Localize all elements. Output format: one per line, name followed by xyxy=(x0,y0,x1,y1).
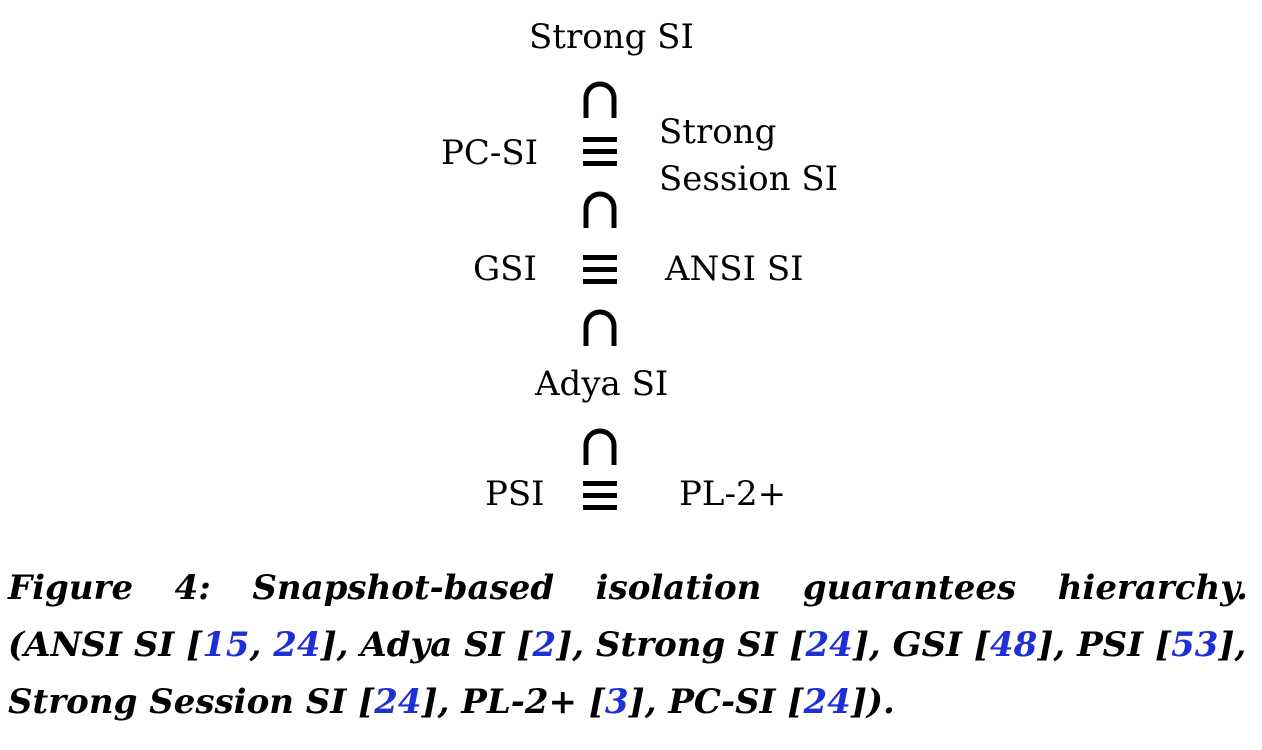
caption-word: Snapshot-based xyxy=(252,568,555,608)
subset-arch-icon xyxy=(580,80,620,120)
subset-arch-icon xyxy=(580,427,620,467)
citation-link[interactable]: 24 xyxy=(803,682,851,722)
caption-text: ], Adya SI [ xyxy=(320,625,533,665)
citation-link[interactable]: 2 xyxy=(532,625,557,665)
caption-text: Strong Session SI [ xyxy=(8,682,375,722)
label-pl2plus: PL-2+ xyxy=(679,474,787,514)
citation-link[interactable]: 15 xyxy=(202,625,250,665)
subset-arch-icon xyxy=(580,190,620,230)
caption-word: guarantees xyxy=(802,568,1017,608)
citation-link[interactable]: 53 xyxy=(1171,625,1219,665)
label-gsi: GSI xyxy=(473,249,537,289)
equivalence-icon xyxy=(580,132,620,172)
caption-text: (ANSI SI [ xyxy=(8,625,203,665)
caption-text: ], Strong SI [ xyxy=(556,625,806,665)
figure-caption: Figure 4: Snapshot-based isolation guara… xyxy=(8,560,1248,731)
label-strong-si: Strong SI xyxy=(529,17,694,57)
caption-word: Figure xyxy=(8,568,134,608)
caption-line-3: Strong Session SI [24], PL-2+ [3], PC-SI… xyxy=(8,674,1248,731)
label-pc-si: PC-SI xyxy=(441,133,539,173)
caption-text: , xyxy=(249,625,274,665)
caption-text: ], PC-SI [ xyxy=(628,682,804,722)
label-strong-session-si-line2: Session SI xyxy=(659,159,839,199)
caption-text: ], PSI [ xyxy=(1037,625,1172,665)
subset-arch-icon xyxy=(580,308,620,348)
caption-word: isolation xyxy=(595,568,762,608)
caption-line-2: (ANSI SI [15, 24], Adya SI [2], Strong S… xyxy=(8,617,1248,674)
equivalence-icon xyxy=(580,250,620,290)
label-strong-session-si-line1: Strong xyxy=(659,112,777,152)
citation-link[interactable]: 24 xyxy=(273,625,321,665)
caption-text: ], PL-2+ [ xyxy=(421,682,605,722)
citation-link[interactable]: 3 xyxy=(604,682,629,722)
label-ansi-si: ANSI SI xyxy=(665,249,804,289)
citation-link[interactable]: 48 xyxy=(990,625,1038,665)
citation-link[interactable]: 24 xyxy=(805,625,853,665)
citation-link[interactable]: 24 xyxy=(374,682,422,722)
caption-text: ], GSI [ xyxy=(852,625,991,665)
label-psi: PSI xyxy=(485,474,545,514)
caption-word: 4: xyxy=(174,568,211,608)
label-adya-si: Adya SI xyxy=(535,364,669,404)
caption-text: ], xyxy=(1218,625,1247,665)
equivalence-icon xyxy=(580,476,620,516)
caption-word: hierarchy. xyxy=(1057,568,1248,608)
caption-line-1: Figure 4: Snapshot-based isolation guara… xyxy=(8,560,1248,617)
caption-text: ]). xyxy=(850,682,895,722)
